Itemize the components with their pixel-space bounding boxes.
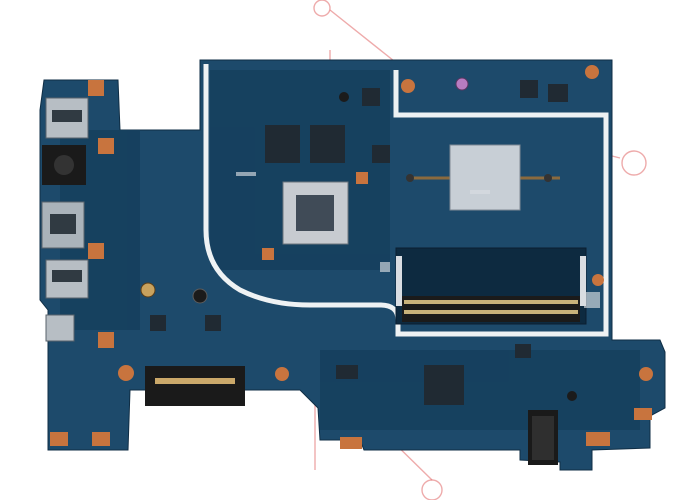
io-connector bbox=[528, 410, 558, 465]
usb-port bbox=[45, 314, 75, 342]
silk-markings bbox=[236, 172, 600, 308]
capacitor bbox=[140, 77, 577, 401]
heatsink-mount bbox=[406, 144, 560, 211]
mounting-pad bbox=[50, 80, 652, 449]
chip bbox=[150, 80, 568, 405]
screw-hole bbox=[118, 65, 653, 381]
sata-connector bbox=[145, 366, 245, 406]
hdmi-port bbox=[41, 201, 85, 249]
ram-slot bbox=[395, 247, 587, 325]
audio-jack bbox=[42, 145, 86, 185]
usb-port bbox=[45, 97, 89, 299]
cpu-socket bbox=[282, 181, 349, 245]
